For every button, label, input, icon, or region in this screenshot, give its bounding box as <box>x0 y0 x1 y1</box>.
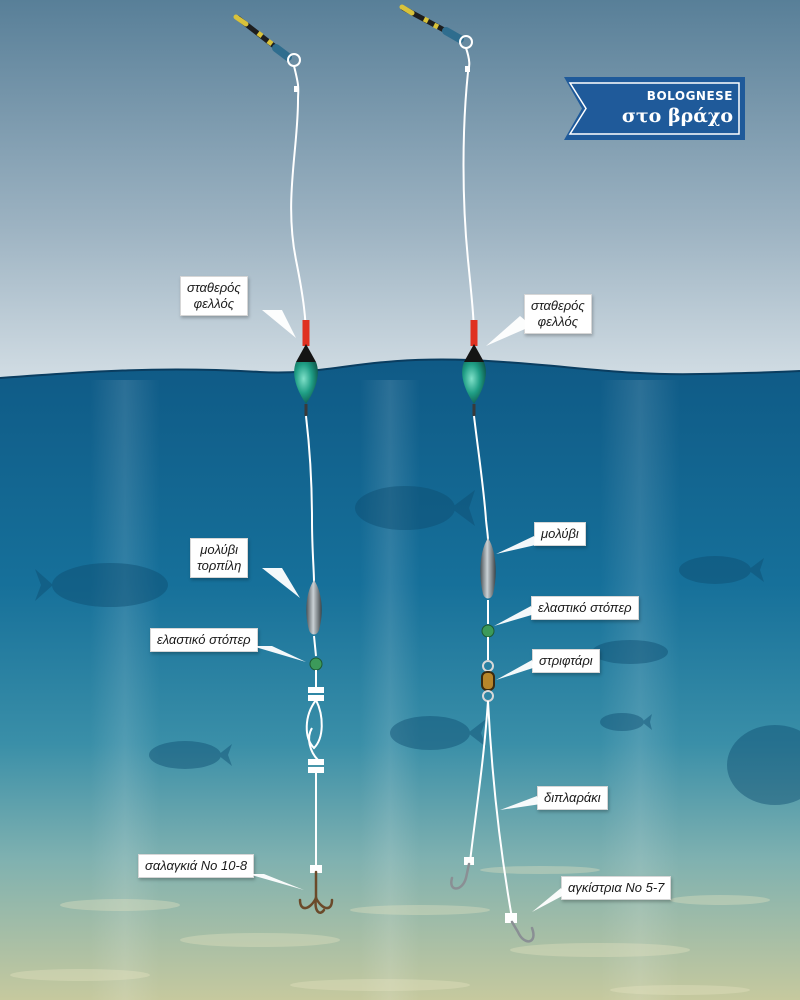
right-float <box>462 320 486 416</box>
left-float-antenna <box>302 320 310 346</box>
left-rod-tip <box>233 14 301 67</box>
right-main-line <box>462 47 475 337</box>
right-leader-label: διπλαράκι <box>537 786 608 810</box>
badge-line-1: BOLOGNESE <box>646 89 733 103</box>
left-rig <box>233 14 334 914</box>
left-treble-hook <box>298 870 334 914</box>
right-lead-label: μολύβι <box>534 522 586 546</box>
left-rubber-stopper <box>309 657 323 671</box>
right-swivel-label: στριφτάρι <box>532 649 600 673</box>
right-lead <box>480 538 496 599</box>
left-hook-label: σαλαγκιά No 10-8 <box>138 854 255 878</box>
sky-background <box>0 0 800 380</box>
right-rod-tip <box>399 4 473 49</box>
badge-ribbon-shape <box>564 77 745 140</box>
right-float-label: σταθερός φελλός <box>524 294 592 334</box>
badge-line-2: στο βράχο <box>621 105 733 127</box>
background-fish <box>35 486 800 805</box>
right-float-antenna <box>470 320 478 346</box>
left-stopper-label: ελαστικό στόπερ <box>150 628 258 652</box>
right-stopper-label: ελαστικό στόπερ <box>531 596 639 620</box>
left-lead-label: μολύβι τορπίλη <box>190 538 249 578</box>
left-float <box>294 320 318 416</box>
right-hooks-label: αγκίστρια No 5-7 <box>561 876 672 900</box>
right-rig <box>399 4 535 943</box>
left-loop-connection <box>305 687 324 873</box>
left-torpedo-lead <box>306 580 322 635</box>
water-surface-line <box>0 358 800 379</box>
left-float-label: σταθερός φελλός <box>180 276 248 316</box>
right-hooks <box>450 862 535 943</box>
title-badge: BOLOGNESE στο βράχο <box>564 77 745 140</box>
right-rubber-stopper <box>481 624 495 638</box>
